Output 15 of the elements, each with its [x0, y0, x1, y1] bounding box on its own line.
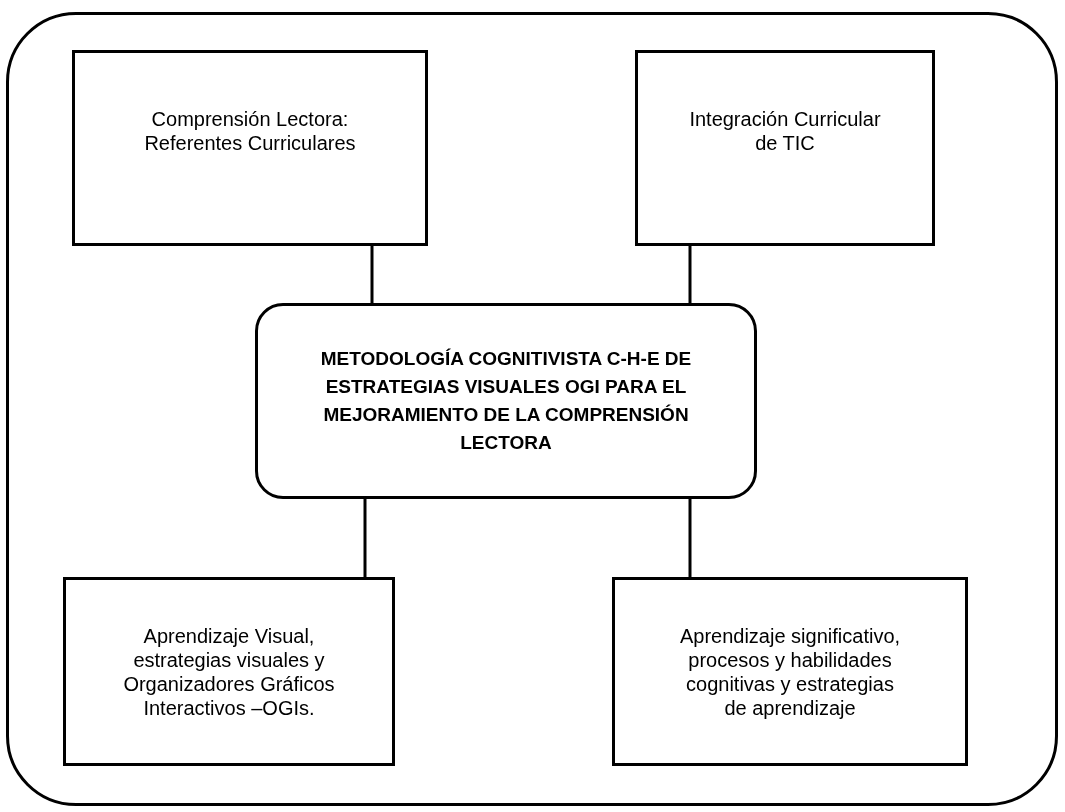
text-box: [635, 50, 935, 246]
box-text: Comprensión Lectora: Referentes Curriculares: [143, 107, 357, 155]
connector-line: [363, 499, 367, 577]
text-box: [612, 577, 968, 766]
connector-line: [370, 246, 374, 303]
title-box: [255, 303, 757, 499]
text-box: [72, 50, 428, 246]
connector-line: [688, 246, 692, 303]
box-text: Aprendizaje Visual, estrategias visuales y Organizadores Gráficos Interactivos –OGIs.: [122, 623, 336, 720]
outer-frame: [6, 12, 1058, 806]
heading-text: METODOLOGÍA COGNITIVISTA C-H-E DE ESTRATEGIAS VISUALES OGI PARA EL MEJORAMIENTO DE LA COMPRENSIÓN LECTORA: [320, 347, 692, 455]
connector-line: [688, 499, 692, 577]
text-box: [63, 577, 395, 766]
box-text: Integración Curricular de TIC: [688, 107, 882, 155]
box-text: Aprendizaje significativo, procesos y habilidades cognitivas y estrategias de aprendizaje: [678, 623, 902, 720]
